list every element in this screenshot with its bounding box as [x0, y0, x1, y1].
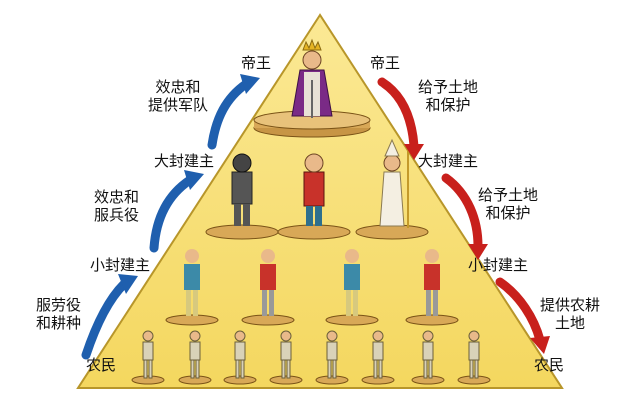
right-arrow-middle-text: 给予土地 和保护 — [478, 186, 538, 222]
right-label-peasant: 农民 — [534, 356, 565, 374]
left-label-small-lord: 小封建主 — [90, 256, 151, 274]
right-arrow-middle-line1: 给予土地 — [478, 186, 539, 204]
king-platform — [253, 110, 371, 138]
great-lord-noble-figure — [303, 153, 325, 226]
right-arrow-lower-text: 提供农耕 土地 — [540, 296, 600, 332]
right-arrow-lower-line1: 提供农耕 — [540, 296, 601, 314]
left-label-great-lord: 大封建主 — [154, 152, 215, 170]
great-lord-knight-figure — [231, 153, 253, 226]
left-arrow-middle-line1: 效忠和 — [94, 188, 140, 206]
small-lords-platforms — [165, 314, 459, 326]
left-arrow-upper-line1: 效忠和 — [155, 78, 201, 96]
left-label-peasant: 农民 — [86, 356, 117, 374]
right-label-king: 帝王 — [370, 54, 401, 72]
up-arrow-middle — [149, 175, 195, 253]
up-arrow-lower — [81, 279, 129, 360]
left-arrow-middle-line2: 服兵役 — [94, 206, 140, 224]
right-arrow-upper-line2: 和保护 — [425, 96, 471, 114]
king-figure — [291, 38, 333, 118]
left-arrow-upper-line2: 提供军队 — [148, 96, 209, 114]
small-lords-figures — [184, 249, 440, 316]
great-lord-bishop-figure — [379, 138, 409, 228]
right-label-small-lord: 小封建主 — [468, 256, 529, 274]
up-arrow-upper — [207, 79, 251, 150]
down-arrow-lower — [495, 277, 545, 345]
right-arrow-lower-line2: 土地 — [555, 314, 586, 332]
left-arrow-lower-line1: 服劳役 — [36, 296, 82, 314]
left-arrow-middle-text: 效忠和 服兵役 — [94, 188, 139, 224]
right-down-arrowheads — [404, 144, 550, 354]
left-up-arrows — [81, 79, 251, 360]
down-arrow-middle — [441, 173, 483, 251]
left-label-king: 帝王 — [241, 54, 272, 72]
peasants-figures — [142, 330, 480, 379]
left-arrow-upper-text: 效忠和 提供军队 — [148, 78, 208, 114]
peasant-platforms — [131, 375, 491, 385]
right-arrow-upper-line1: 给予土地 — [418, 78, 479, 96]
right-arrow-upper-text: 给予土地 和保护 — [418, 78, 478, 114]
left-arrow-lower-text: 服劳役 和耕种 — [36, 296, 81, 332]
right-arrow-middle-line2: 和保护 — [485, 204, 531, 222]
down-arrow-upper — [377, 77, 419, 151]
right-down-arrows — [377, 77, 545, 345]
left-up-arrowheads — [118, 74, 260, 294]
right-label-great-lord: 大封建主 — [418, 152, 479, 170]
left-arrow-lower-line2: 和耕种 — [36, 314, 82, 332]
great-lords-platforms — [205, 224, 429, 240]
